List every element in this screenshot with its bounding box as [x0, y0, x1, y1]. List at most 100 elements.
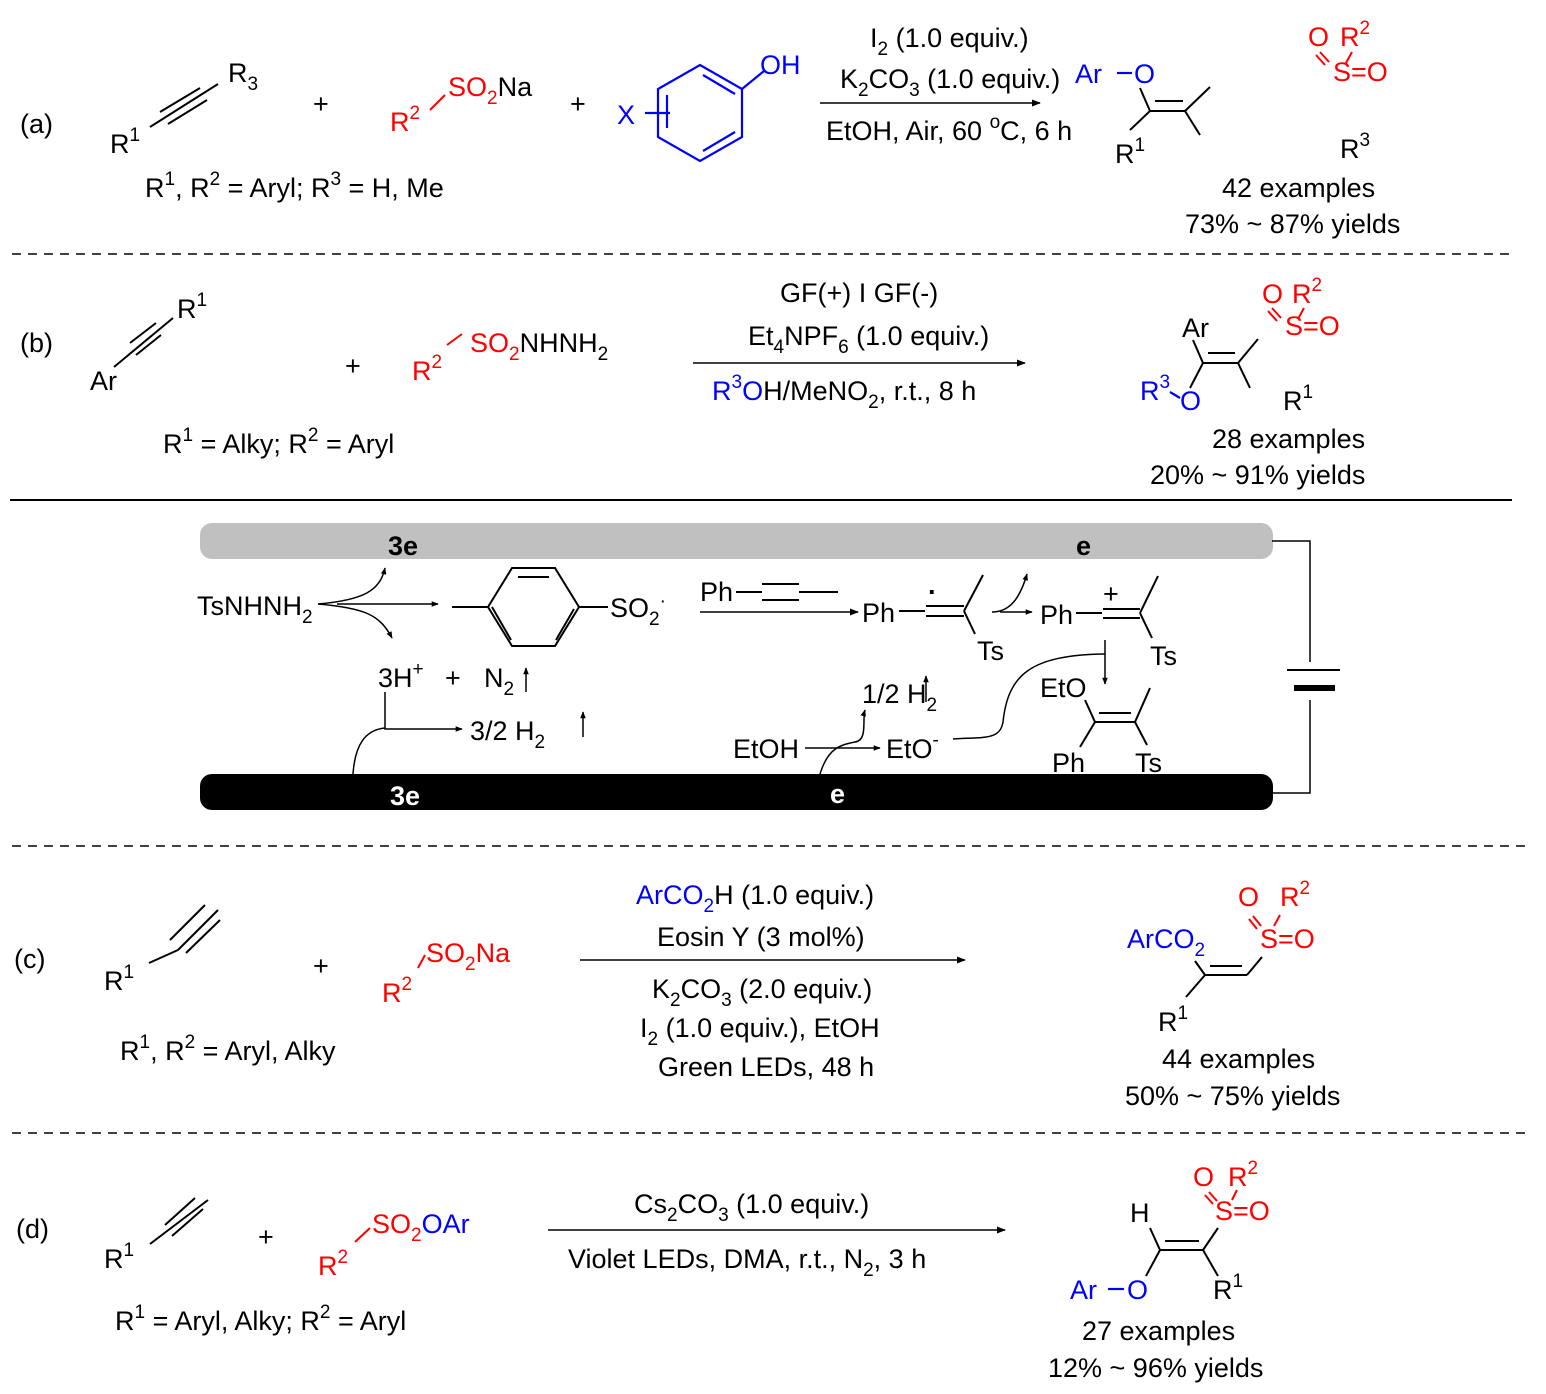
svg-text:OH: OH — [760, 50, 801, 80]
scope-a: R1, R2 = Aryl; R3 = H, Me — [145, 169, 444, 203]
svg-text:ArCO2H (1.0 equiv.): ArCO2H (1.0 equiv.) — [636, 880, 874, 917]
examples-count-c: 44 examples — [1162, 1044, 1315, 1074]
svg-text:EtOH: EtOH — [733, 734, 799, 764]
circuit-wire — [1272, 540, 1311, 662]
vinyl-cation: Ph + Ts — [1040, 575, 1177, 671]
svg-text:ArCO2: ArCO2 — [1127, 924, 1205, 961]
svg-text:R1: R1 — [110, 125, 140, 159]
svg-text:O: O — [1180, 386, 1201, 416]
plus-sign: + — [345, 351, 361, 381]
svg-text:R1: R1 — [104, 1240, 134, 1274]
svg-text:R1: R1 — [1283, 382, 1313, 416]
svg-text:Ar: Ar — [1070, 1275, 1097, 1305]
reaction-label-c: (c) — [14, 944, 45, 974]
svg-text:Ph: Ph — [700, 577, 733, 607]
svg-text:Ts: Ts — [977, 636, 1004, 666]
svg-text:S=O: S=O — [1285, 311, 1340, 341]
circuit-wire — [1272, 700, 1311, 794]
svg-text:R1: R1 — [1213, 1271, 1243, 1305]
product-d: H O R2 S=O Ar O R1 — [1070, 1158, 1270, 1305]
alkyne-b: Ar R1 — [90, 290, 207, 396]
reaction-c: (c) R1 + R2 SO2Na R1, R2 = Aryl, Alky Ar… — [14, 878, 1340, 1111]
sulfonyl-hydrazide-b: R2 SO2NHNH2 — [412, 328, 608, 386]
svg-text:3/2 H2: 3/2 H2 — [470, 716, 545, 753]
svg-text:S=O: S=O — [1333, 57, 1388, 87]
alkyne-a: R1 R3 — [110, 58, 258, 159]
svg-text:R2: R2 — [382, 974, 412, 1008]
svg-text:R2: R2 — [1292, 275, 1322, 309]
svg-text:S=O: S=O — [1260, 924, 1315, 954]
product-b: Ar O R2 S=O R3 O R1 — [1140, 275, 1340, 416]
svg-text:R1: R1 — [104, 962, 134, 996]
svg-text:Ar: Ar — [1182, 313, 1209, 343]
svg-text:SO2Na: SO2Na — [448, 72, 533, 109]
svg-text:R3OH/MeNO2, r.t., 8 h: R3OH/MeNO2, r.t., 8 h — [712, 372, 976, 413]
svg-text:R2: R2 — [412, 352, 442, 386]
svg-text:R1: R1 — [1115, 135, 1145, 169]
svg-text:Ph: Ph — [1052, 748, 1085, 778]
svg-text:I2 (1.0 equiv.), EtOH: I2 (1.0 equiv.), EtOH — [640, 1013, 880, 1050]
svg-text:SO2NHNH2: SO2NHNH2 — [470, 328, 608, 365]
scope-c: R1, R2 = Aryl, Alky — [120, 1032, 336, 1066]
svg-text:X: X — [617, 100, 635, 130]
sulfinate-a: R2 SO2Na — [390, 72, 533, 137]
electrochemical-mechanism: 3e e 3e e TsNHNH2 SO2· 3H+ + N2 3/2 H2 P… — [197, 523, 1340, 811]
svg-text:O: O — [1127, 1275, 1148, 1305]
svg-text:Eosin Y (3 mol%): Eosin Y (3 mol%) — [657, 922, 865, 952]
product-a: Ar O O R2 S=O R1 R3 — [1075, 18, 1388, 169]
product-c: ArCO2 O R2 S=O R1 — [1127, 878, 1315, 1037]
svg-text:O: O — [1193, 1162, 1214, 1192]
vinyl-sulfone-product: EtO Ph Ts — [1040, 673, 1162, 778]
reaction-d: (d) R1 + R2 SO2OAr R1 = Aryl, Alky; R2 =… — [16, 1158, 1270, 1383]
plus-sign: + — [570, 89, 586, 119]
svg-text:Ts: Ts — [1135, 748, 1162, 778]
svg-text:GF(+) I GF(-): GF(+) I GF(-) — [780, 278, 938, 308]
tosyl-radical: SO2· — [452, 567, 666, 647]
scope-b: R1 = Alky; R2 = Aryl — [163, 425, 394, 459]
svg-text:R2: R2 — [390, 103, 420, 137]
svg-text:O: O — [1308, 22, 1329, 52]
svg-text:S=O: S=O — [1215, 1196, 1270, 1226]
vinyl-radical: Ph · Ts — [862, 574, 1004, 666]
svg-text:Ar: Ar — [90, 366, 117, 396]
reaction-label-b: (b) — [20, 328, 53, 358]
svg-text:R2: R2 — [1280, 878, 1310, 912]
cathode-electrons-2: e — [830, 779, 845, 809]
reaction-a: (a) R1 R3 + R2 SO2Na + X OH R1, R2 = Ary… — [20, 18, 1400, 239]
examples-count-a: 42 examples — [1222, 173, 1375, 203]
svg-text:Ar: Ar — [1075, 59, 1102, 89]
plus-sign: + — [313, 951, 329, 981]
yield-range-b: 20% ~ 91% yields — [1150, 460, 1365, 490]
svg-text:K2CO3 (1.0 equiv.): K2CO3 (1.0 equiv.) — [840, 64, 1060, 101]
yield-range-d: 12% ~ 96% yields — [1048, 1353, 1263, 1383]
plus-sign: + — [313, 89, 329, 119]
svg-text:EtOH, Air, 60 oC, 6 h: EtOH, Air, 60 oC, 6 h — [826, 112, 1072, 146]
anode-electrons-2: e — [1076, 531, 1091, 561]
examples-count-b: 28 examples — [1212, 424, 1365, 454]
svg-text:K2CO3 (2.0 equiv.): K2CO3 (2.0 equiv.) — [652, 974, 872, 1011]
anode-electrode — [200, 523, 1273, 559]
svg-text:Ph: Ph — [1040, 600, 1073, 630]
svg-text:R1: R1 — [177, 290, 207, 324]
svg-text:R3: R3 — [1140, 372, 1170, 406]
svg-text:Violet LEDs, DMA, r.t., N2, 3: Violet LEDs, DMA, r.t., N2, 3 h — [568, 1244, 926, 1281]
svg-text:R3: R3 — [228, 58, 258, 95]
conditions-a: I2 (1.0 equiv.) K2CO3 (1.0 equiv.) EtOH,… — [820, 23, 1072, 146]
cathode-electrons-1: 3e — [390, 781, 420, 811]
svg-text:TsNHNH2: TsNHNH2 — [197, 591, 313, 628]
svg-text:O: O — [1262, 279, 1283, 309]
svg-text:1/2 H2: 1/2 H2 — [862, 679, 937, 716]
svg-text:SO2·: SO2· — [610, 591, 666, 630]
svg-text:R1: R1 — [1158, 1003, 1188, 1037]
scope-d: R1 = Aryl, Alky; R2 = Aryl — [115, 1302, 406, 1336]
reaction-label-d: (d) — [16, 1214, 49, 1244]
phenol-a: X OH — [617, 50, 801, 163]
plus-sign: + — [258, 1222, 274, 1252]
conditions-d: Cs2CO3 (1.0 equiv.) Violet LEDs, DMA, r.… — [548, 1189, 1006, 1281]
reaction-b: (b) Ar R1 + R2 SO2NHNH2 R1 = Alky; R2 = … — [20, 275, 1365, 490]
svg-text:Ph: Ph — [862, 598, 895, 628]
svg-text:O: O — [1134, 59, 1155, 89]
conditions-b: GF(+) I GF(-) Et4NPF6 (1.0 equiv.) R3OH/… — [693, 278, 1026, 413]
svg-text:R2: R2 — [1340, 18, 1370, 52]
